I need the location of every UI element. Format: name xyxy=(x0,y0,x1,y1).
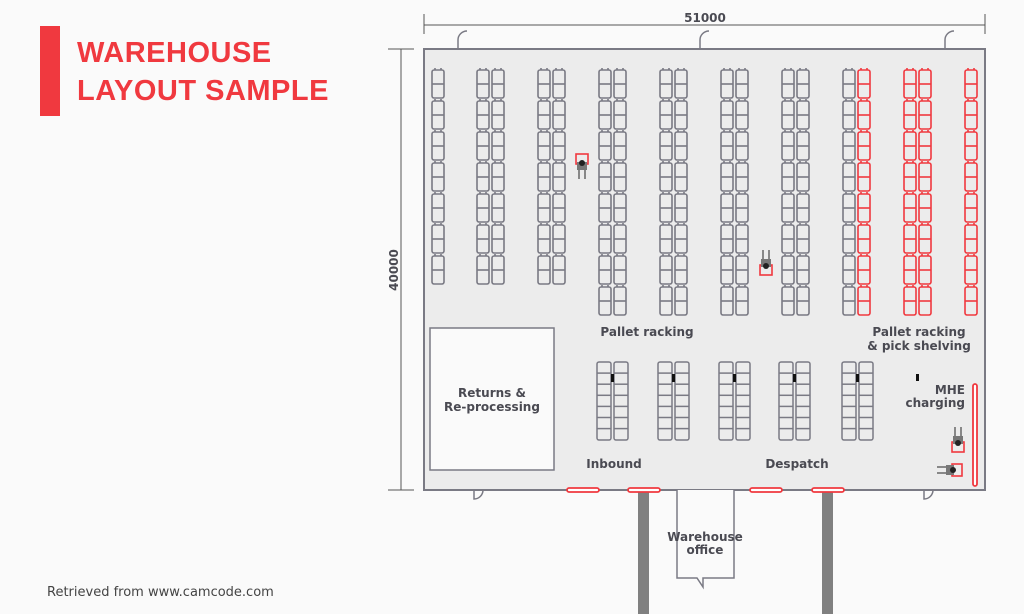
charging-rail xyxy=(972,383,978,487)
returns-label: Returns & xyxy=(458,386,526,400)
pallet-rack-column xyxy=(842,68,856,316)
forklift-icon xyxy=(575,153,589,179)
mhe-label: MHE xyxy=(935,383,965,397)
width-label: 51000 xyxy=(684,11,726,25)
shelving-unit xyxy=(778,361,811,441)
pallet-racking-label: Pallet racking xyxy=(600,325,693,339)
office-label: Warehouse xyxy=(667,530,743,544)
pallet-rack-column xyxy=(857,68,871,316)
pallet-rack-column xyxy=(476,68,490,285)
returns-label-2: Re-processing xyxy=(444,400,540,414)
shelving-unit xyxy=(657,361,690,441)
page-title: WAREHOUSE LAYOUT SAMPLE xyxy=(77,34,329,110)
pallet-rack-column xyxy=(735,68,749,316)
forklift-icon xyxy=(937,463,963,477)
pallet-rack-column xyxy=(964,68,978,316)
charger-icon xyxy=(916,374,919,381)
despatch-label: Despatch xyxy=(765,457,828,471)
inbound-label: Inbound xyxy=(586,457,642,471)
shelving-unit xyxy=(596,361,629,441)
pick-shelving-label-2: & pick shelving xyxy=(867,339,971,353)
warehouse-office xyxy=(676,490,735,590)
pallet-rack-column xyxy=(598,68,612,316)
pallet-rack-column xyxy=(903,68,917,316)
pick-shelving-label: Pallet racking xyxy=(872,325,965,339)
road-right xyxy=(822,492,833,614)
shelving-unit xyxy=(841,361,874,441)
pallet-rack-column xyxy=(537,68,551,285)
dock-doors xyxy=(566,487,845,493)
pallet-rack-column xyxy=(796,68,810,316)
pallet-rack-column xyxy=(552,68,566,285)
pallet-rack-column xyxy=(491,68,505,285)
mhe-label-2: charging xyxy=(905,396,965,410)
source-credit: Retrieved from www.camcode.com xyxy=(47,585,274,600)
pallet-rack-column xyxy=(613,68,627,316)
shelving-unit xyxy=(718,361,751,441)
forklift-icon xyxy=(951,427,965,453)
road-left xyxy=(638,492,649,614)
height-label: 40000 xyxy=(387,249,401,291)
title-line-2: LAYOUT SAMPLE xyxy=(77,75,329,107)
height-dimension xyxy=(388,48,414,491)
pallet-rack-column xyxy=(659,68,673,316)
pallet-rack-column xyxy=(918,68,932,316)
office-label-2: office xyxy=(687,543,724,557)
title-accent-bar xyxy=(40,26,60,116)
pallet-rack-column xyxy=(720,68,734,316)
forklift-icon xyxy=(759,250,773,276)
title-line-1: WAREHOUSE xyxy=(77,37,272,69)
pallet-rack-column xyxy=(431,68,445,285)
width-dimension xyxy=(423,14,986,34)
returns-area xyxy=(429,327,555,471)
pallet-rack-column xyxy=(674,68,688,316)
pallet-rack-column xyxy=(781,68,795,316)
